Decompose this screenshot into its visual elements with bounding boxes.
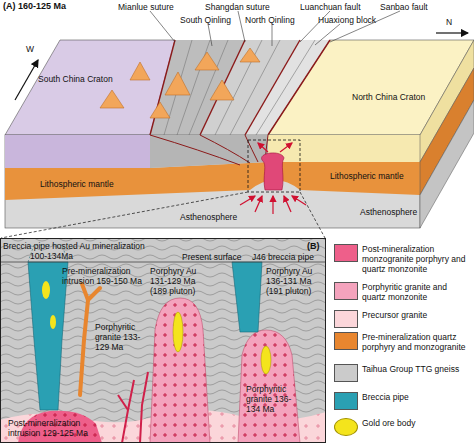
- legend-swatch: [334, 392, 358, 410]
- panel-label: (B): [307, 241, 320, 251]
- section-note: Breccia pipe hosted Au mineralization: [3, 241, 145, 251]
- cross-section: [0, 238, 326, 443]
- suture-label: Shangdan suture: [205, 2, 270, 12]
- fault-label: Sanbao fault: [380, 2, 428, 12]
- legend-swatch: [334, 332, 358, 350]
- pipe-label: J46 breccia pipe: [252, 252, 314, 262]
- legend-text: Precursor granite: [362, 310, 472, 320]
- granite-label: Porphyritic granite 133-129 Ma: [95, 322, 147, 352]
- block-diagram: [1, 11, 474, 238]
- layer-label: Asthenosphere: [360, 207, 417, 217]
- granite-label: Porphyritic granite 136-134 Ma: [246, 384, 296, 414]
- craton-label: North China Craton: [352, 92, 425, 102]
- deposit-label: Porphyry Au 136-131 Ma (191 pluton): [266, 266, 324, 296]
- legend-swatch: [334, 310, 358, 328]
- intrusion-label: Post-mineralization intrusion 129-125 Ma: [8, 418, 108, 438]
- panel-frame: (A) 160-125 Ma: [0, 0, 474, 236]
- panel-label: (A) 160-125 Ma: [3, 1, 66, 11]
- layer-label: Lithospheric mantle: [330, 171, 404, 181]
- legend-text: Porphyritic granite and quartz monzonite: [362, 282, 472, 302]
- legend-text: Taihua Group TTG gneiss: [362, 364, 472, 374]
- legend-swatch: [334, 364, 358, 382]
- direction-label: W: [26, 44, 34, 54]
- terrane-label: South Qinling: [180, 15, 231, 25]
- legend-swatch: [334, 282, 358, 300]
- terrane-label: Huaxiong block: [318, 15, 376, 25]
- deposit-label: Porphyry Au 131-129 Ma (189 pluton): [150, 266, 208, 296]
- fault-label: Luanchuan fault: [300, 2, 361, 12]
- layer-label: Asthenosphere: [180, 212, 237, 222]
- legend-text: Pre-mineralization quartz porphyry and m…: [362, 332, 472, 352]
- layer-label: Lithospheric mantle: [40, 179, 114, 189]
- intrusion-label: Pre-mineralization intrusion 159-150 Ma: [62, 266, 148, 286]
- suture-label: Mianlue suture: [118, 2, 174, 12]
- legend-text: Breccia pipe: [362, 392, 472, 402]
- legend-swatch: [334, 418, 358, 436]
- legend-text: Post-mineralization monzogranite porphyr…: [362, 244, 472, 274]
- age-label: 100-134Ma: [30, 251, 73, 261]
- craton-label: South China Craton: [38, 74, 113, 84]
- surface-label: Present surface: [182, 252, 242, 262]
- terrane-label: North Qinling: [245, 15, 295, 25]
- legend-swatch: [334, 244, 358, 262]
- legend-text: Gold ore body: [362, 418, 472, 428]
- direction-label: N: [446, 17, 452, 27]
